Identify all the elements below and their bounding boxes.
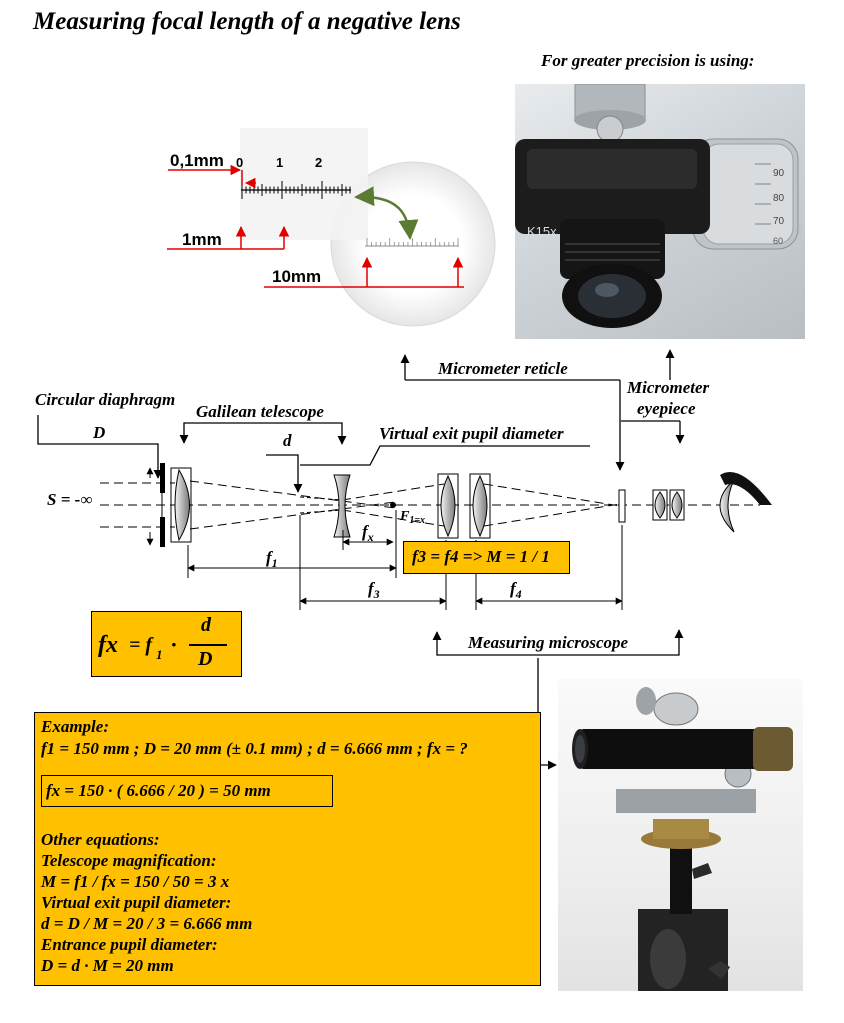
micrometer-eyepiece-photo: 90 80 70 60 K15x 3294 [515, 84, 805, 339]
label-fx: fx [362, 522, 374, 544]
label-S-infinity: S = -∞ [47, 490, 92, 509]
drum-scale-80: 80 [773, 193, 785, 204]
fx-formula-sub: 1 [156, 647, 163, 662]
reticle-tick-2: 2 [315, 155, 322, 170]
example-heading: Example: [41, 717, 109, 736]
eye-icon [719, 479, 735, 533]
other-equations: Other equations: [41, 830, 160, 849]
label-galilean-telescope: Galilean telescope [196, 402, 324, 421]
fx-formula-den: D [198, 648, 213, 670]
micrometer-reticle-plate [618, 489, 626, 523]
relay-lens-f4 [472, 474, 488, 538]
magnification-eq: M = f1 / fx = 150 / 50 = 3 x [41, 872, 230, 891]
reticle-scale-section: 0 1 2 0,1mm 1mm 10mm [167, 128, 496, 327]
reticle-tick-1: 1 [276, 155, 283, 170]
label-D: D [92, 423, 105, 442]
fx-formula-box: fx = f 1 · d D [91, 611, 242, 677]
example-line1: f1 = 150 mm ; D = 20 mm (± 0.1 mm) ; d =… [41, 739, 468, 758]
reticle-tick-0: 0 [236, 155, 243, 170]
fx-formula-eq: = f [129, 634, 153, 656]
vep-title: Virtual exit pupil diameter: [41, 893, 232, 912]
optical-bench [100, 463, 772, 610]
ratio-box: f3 = f4 => M = 1 / 1 [403, 541, 570, 574]
label-f3: f3 [368, 579, 380, 601]
fx-formula-dot: · [171, 632, 177, 657]
label-circular-diaphragm: Circular diaphragm [35, 390, 175, 409]
label-f1: f1 [266, 548, 278, 570]
drum-scale-60: 60 [773, 236, 783, 246]
page-title: Measuring focal length of a negative len… [33, 8, 461, 35]
eyepiece-engraving: K15x [527, 224, 557, 239]
fraction-bar [189, 644, 227, 646]
label-F1x: F1=x [399, 509, 425, 526]
label-micrometer-eyepiece-2: eyepiece [637, 399, 696, 418]
relay-lens-f3 [440, 474, 456, 538]
precision-note: For greater precision is using: [541, 51, 755, 70]
label-d: d [283, 431, 292, 450]
label-micrometer-eyepiece-1: Micrometer [626, 378, 710, 397]
negative-lens [333, 474, 351, 538]
magnification-title: Telescope magnification: [41, 851, 217, 870]
label-0-1mm: 0,1mm [170, 151, 224, 170]
label-f4: f4 [510, 579, 522, 601]
label-micrometer-reticle: Micrometer reticle [437, 359, 568, 378]
objective-lens [174, 468, 190, 542]
vep-eq: d = D / M = 20 / 3 = 6.666 mm [41, 914, 253, 933]
fx-formula-lhs: fx [98, 632, 118, 658]
drum-scale-70: 70 [773, 216, 785, 227]
ep-eq: D = d · M = 20 mm [41, 956, 174, 975]
fx-formula-num: d [201, 614, 211, 636]
example-box: Example: f1 = 150 mm ; D = 20 mm (± 0.1 … [34, 712, 541, 986]
drum-scale-90: 90 [773, 168, 785, 179]
example-formula: fx = 150 · ( 6.666 / 20 ) = 50 mm [46, 781, 271, 800]
example-formula-box: fx = 150 · ( 6.666 / 20 ) = 50 mm [41, 775, 333, 807]
ep-title: Entrance pupil diameter: [41, 935, 218, 954]
measuring-microscope-photo [558, 679, 803, 991]
label-1mm: 1mm [182, 230, 222, 249]
ratio-text: f3 = f4 => M = 1 / 1 [412, 547, 550, 566]
label-virtual-exit-pupil: Virtual exit pupil diameter [379, 424, 564, 443]
label-10mm: 10mm [272, 267, 321, 286]
label-measuring-microscope: Measuring microscope [467, 633, 629, 652]
